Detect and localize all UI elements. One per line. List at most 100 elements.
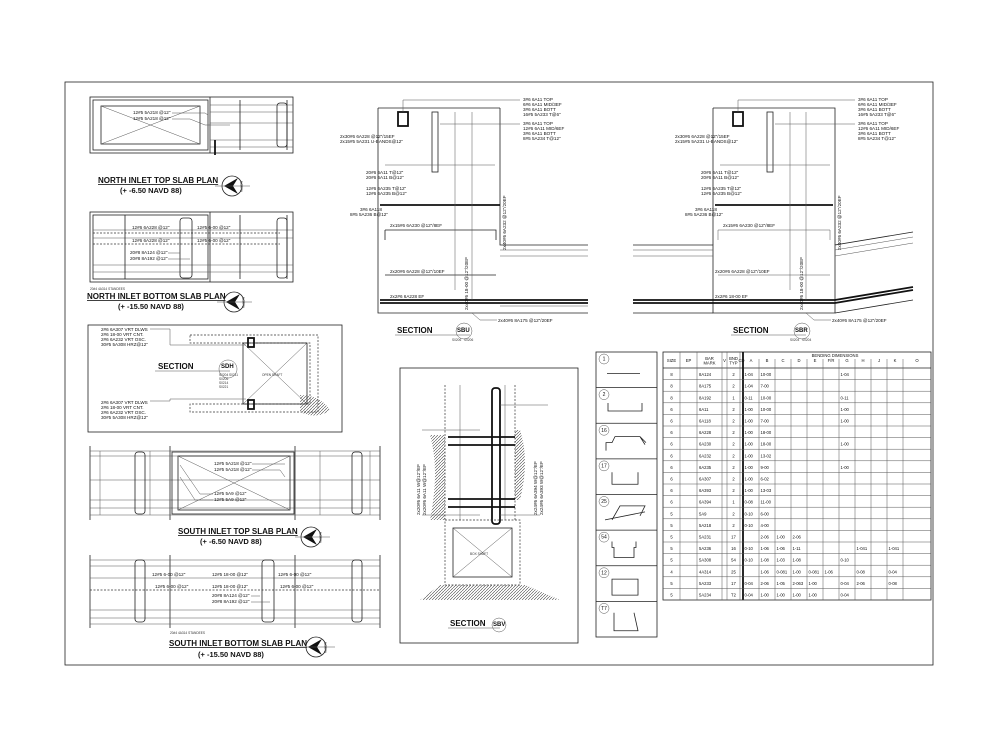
table-cell: 6A228 — [699, 430, 712, 435]
svg-text:S0204: S0204 — [790, 338, 799, 342]
table-cell: 5A231 — [699, 535, 712, 540]
table-cell: 1-00 — [745, 407, 754, 412]
rebar-label: 2#6 18-00 VRT CNT. — [101, 405, 143, 410]
group-header: BENDING DIMENSIONS — [812, 353, 859, 358]
svg-text:SBU: SBU — [457, 328, 470, 334]
callout-bottom: 2#6 6A307 VRT DLWS 2#6 18-00 VRT CNT. 2#… — [101, 398, 246, 420]
rebar-label: 2x20#6 6A11 W@12"/EF — [416, 464, 421, 515]
rebar-label: 20#8 8A124 @12" — [130, 250, 168, 255]
table-cell: 18-00 — [761, 430, 772, 435]
column-header: BND — [729, 356, 738, 361]
table-cell: 1 — [732, 500, 735, 505]
table-cell: 6 — [670, 465, 673, 470]
plan-title: NORTH INLET BOTTOM SLAB PLAN — [87, 292, 226, 301]
table-cell: 6A235 — [699, 465, 712, 470]
column-header: F/R — [828, 358, 835, 363]
north-label: NORTH — [318, 532, 322, 544]
table-cell: 17 — [731, 535, 736, 540]
table-cell: 0-10 — [841, 558, 850, 563]
bend-type-number: 1 — [603, 357, 606, 363]
callout-top: 2#6 6A307 VRT DLWS 2#6 18-00 VRT CNT. 2#… — [101, 327, 246, 347]
rebar-label: 2x40#6 8A175 @12"/20EF — [498, 318, 553, 323]
table-cell: 6 — [670, 500, 673, 505]
table-cell: 6 — [670, 453, 673, 458]
table-cell: 2 — [732, 477, 735, 482]
table-cell: 1-00 — [745, 430, 754, 435]
rebar-label: 8#5 5A236 B@12" — [685, 212, 723, 217]
rebar-label: 2x40#6 18-00 @12"/20EF — [464, 257, 469, 310]
rebar-label: 12#5 6-00 @12" — [197, 238, 231, 243]
rebar-label: 12#5 18-00 @12" — [212, 584, 248, 589]
rebar-label: 12#6 6A11 MID/6EF — [858, 126, 899, 131]
rebar-label: 2#6 18-00 VRT CNT. — [101, 332, 143, 337]
bend-number-circle — [598, 353, 610, 365]
table-cell: 0-04 — [841, 593, 850, 598]
table-cell: 8 — [670, 395, 673, 400]
table-cell: 2 — [732, 465, 735, 470]
table-cell: 2 — [732, 419, 735, 424]
rebar-label: 2x30#6 6A228 @12"/15EF — [675, 134, 730, 139]
rebar-label: 2#6 6A232 VRT OSC. — [101, 410, 146, 415]
table-cell: 6A11 — [699, 407, 709, 412]
table-cell: 1-06 — [761, 569, 770, 574]
table-cell: 1-04 — [841, 372, 850, 377]
bend-shape — [611, 472, 639, 485]
table-cell: 5 — [670, 558, 673, 563]
north-arrow-icon: NORTH — [300, 636, 335, 658]
north-inlet-bottom-slab-plan: 12#6 6A228 @12" 12#6 6A228 @12" 12#5 6-0… — [87, 211, 294, 313]
rebar-label: 2x24#6 6A393 W@12"/EF — [539, 461, 544, 515]
plan-elevation: (+ -15.50 NAVD 88) — [198, 650, 264, 659]
section-label: SECTION — [733, 326, 769, 335]
bend-type-number: 16 — [601, 428, 607, 434]
standees-label: 20#4 4A314 STANDEES — [90, 287, 125, 291]
rebar-label: 2x20#6 6A228 @12"/10EF — [390, 269, 445, 274]
table-cell: 0-10 — [745, 546, 754, 551]
table-cell: 1-00 — [841, 407, 850, 412]
bend-shape — [605, 436, 647, 451]
table-cell: 1-00 — [841, 442, 850, 447]
bend-number-circle — [598, 603, 610, 614]
table-cell: 1-04 — [745, 384, 754, 389]
table-cell: 1-00 — [809, 593, 818, 598]
table-cell: 2 — [732, 372, 735, 377]
bend-type-cell: 25 — [596, 494, 657, 521]
rebar-label: 12#5 5A218 @12" — [133, 110, 171, 115]
rebar-label: 12#5 5A9 @12" — [214, 491, 247, 496]
rebar-label: 16#5 5A233 T@6" — [858, 112, 896, 117]
section-sbr: 3#6 6A11 TOP 6#6 6A11 MID/3EF 3#6 6A11 B… — [633, 97, 914, 342]
table-cell: 1-06 — [825, 569, 834, 574]
table-cell: 6A118 — [699, 419, 711, 424]
bend-type-number: 54 — [601, 535, 607, 541]
rebar-label: 3#6 6A11 TOP — [523, 121, 553, 126]
section-bubble: SBU S0206 S0206 — [452, 322, 473, 342]
table-cell: 6A230 — [699, 442, 712, 447]
column-header: V — [723, 358, 726, 363]
table-cell: 1-11 — [793, 546, 802, 551]
svg-text:S0206: S0206 — [452, 338, 461, 342]
column-header: J — [878, 358, 880, 363]
bend-number-circle — [598, 389, 610, 400]
rebar-label: 12#6 6A11 MID/6EF — [523, 126, 564, 131]
svg-text:S0214: S0214 — [219, 381, 228, 385]
rebar-label: 3#6 6A11 BOTT — [523, 107, 556, 112]
box-label: BOX SHAFT — [470, 552, 488, 556]
rebar-label: 2x40#6 8A175 @12"/20EF — [832, 318, 887, 323]
section-label: SECTION — [450, 619, 486, 628]
table-cell: 0-10 — [745, 558, 754, 563]
table-cell: 25 — [731, 569, 736, 574]
rebar-label: 2x20#6 6A11 W@12"/EF — [422, 464, 427, 515]
table-cell: 4-00 — [761, 523, 770, 528]
table-cell: 0-10 — [745, 523, 754, 528]
bend-shape — [613, 612, 639, 632]
rebar-label: 2x2#6 18-00 EF — [715, 294, 748, 299]
column-header: O — [915, 358, 919, 363]
rebar-label: 2x15#5 5A231 U-BANDS@12" — [340, 139, 403, 144]
table-cell: 1-00 — [745, 442, 754, 447]
table-cell: 1-06 — [777, 546, 786, 551]
svg-text:S0221: S0221 — [219, 385, 228, 389]
table-cell: 13-03 — [761, 488, 772, 493]
